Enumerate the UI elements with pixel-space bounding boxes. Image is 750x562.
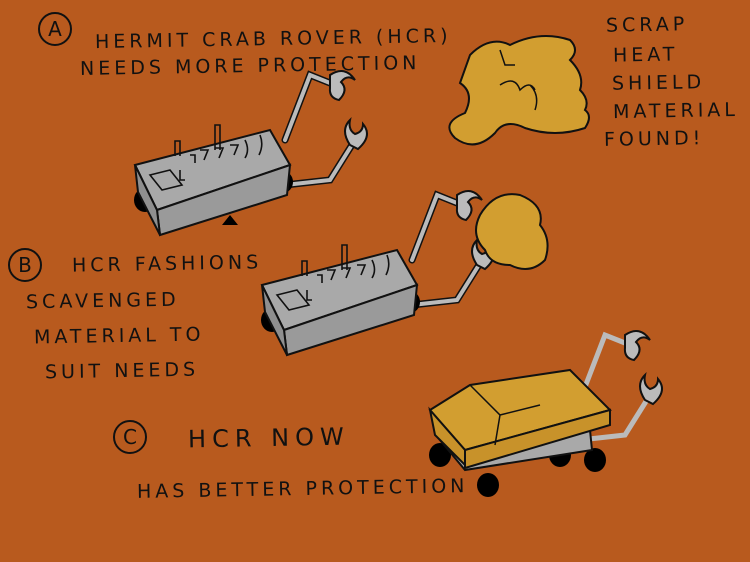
panel-b-line4: SUIT NEEDS <box>44 358 200 384</box>
rock <box>222 215 238 225</box>
rover-b <box>261 191 494 355</box>
panel-b-line1: HCR FASHIONS <box>71 251 263 277</box>
rover-c <box>428 330 663 497</box>
panel-b-line2: SCAVENGED <box>25 288 180 314</box>
panel-c-label: C <box>113 420 147 454</box>
held-shield <box>475 193 549 270</box>
scrap-line3: SHIELD <box>611 71 706 95</box>
scrap-line1: SCRAP <box>605 13 689 37</box>
rover-a <box>134 71 367 235</box>
scrap-line2: HEAT <box>612 43 679 67</box>
panel-a-label: A <box>38 12 72 46</box>
scrap-heat-shield <box>448 35 590 146</box>
scrap-line4: MATERIAL <box>612 98 740 124</box>
panel-b-line3: MATERIAL TO <box>33 323 205 349</box>
panel-b-label: B <box>8 248 42 282</box>
scrap-line5: FOUND! <box>603 127 705 151</box>
panel-c-line1: HCR NOW <box>187 422 350 454</box>
